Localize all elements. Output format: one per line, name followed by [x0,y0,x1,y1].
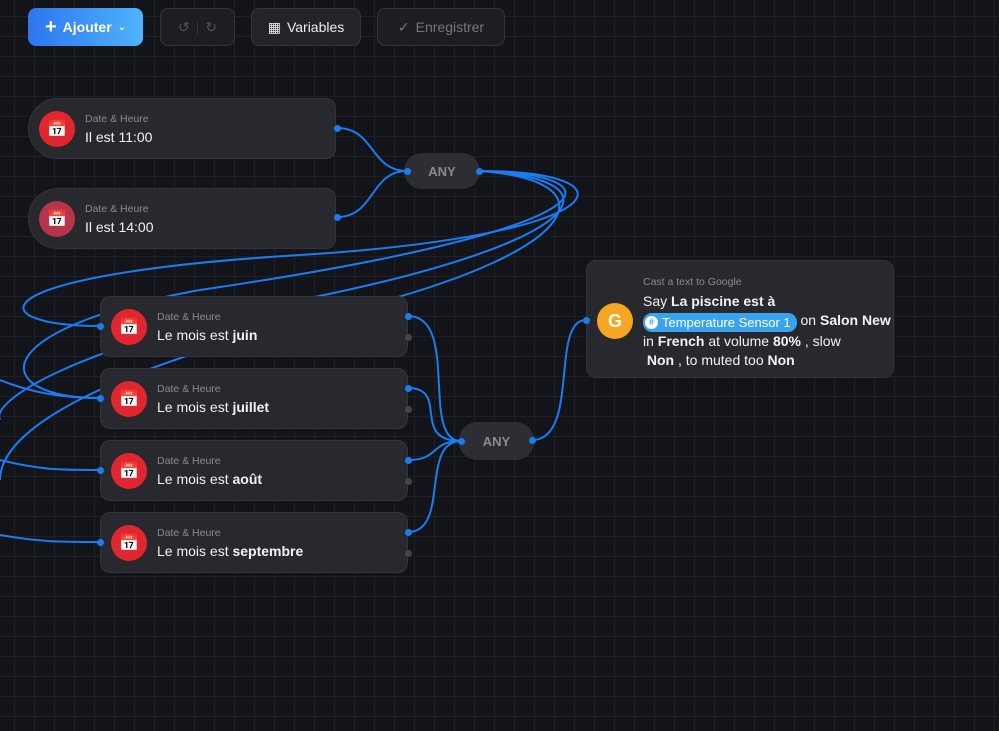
input-port[interactable] [97,395,104,402]
action-node-google-cast[interactable]: G Cast a text to Google Say La piscine e… [586,260,894,378]
output-port-false[interactable] [405,334,412,341]
node-text: Il est 11:00 [85,128,153,145]
node-text: Le mois est [157,542,233,559]
output-port[interactable] [405,457,412,464]
calendar-clock-icon: 📅 [39,200,75,237]
chevron-down-icon: ⌄ [117,21,127,33]
any-gate-2[interactable]: ANY [459,422,534,460]
node-value: août [232,470,263,487]
gate-label: ANY [482,433,511,449]
message-value: La piscine est à [671,293,776,309]
calendar-clock-icon: 📅 [111,524,147,561]
plus-icon: + [44,15,57,38]
input-port[interactable] [458,438,465,445]
trigger-node-juillet[interactable]: 📅 Date & Heure Le mois est juillet [100,368,408,429]
output-port[interactable] [334,214,341,221]
muted-label: , to muted too [678,352,764,368]
trigger-node-aout[interactable]: 📅 Date & Heure Le mois est août [100,440,408,501]
on-label: on [800,312,817,328]
node-text: Le mois est [157,398,233,415]
output-port[interactable] [405,529,412,536]
device-value: Salon New [819,312,891,328]
redo-icon[interactable]: ↻ [205,18,218,35]
google-icon: G [597,303,633,339]
node-category: Date & Heure [85,112,149,125]
input-port[interactable] [97,539,104,546]
output-port[interactable] [529,437,536,444]
node-category: Date & Heure [157,382,221,395]
node-value: juin [232,326,258,343]
output-port-false[interactable] [405,478,412,485]
output-port[interactable] [476,168,483,175]
input-port[interactable] [97,323,104,330]
input-port[interactable] [97,467,104,474]
calendar-clock-icon: 📅 [111,452,147,489]
output-port[interactable] [405,385,412,392]
say-label: Say [643,293,668,309]
input-port[interactable] [404,168,411,175]
calendar-clock-icon: 📅 [39,110,75,147]
undo-redo-group: ↺|↻ [160,8,235,46]
variables-button[interactable]: ▦ Variables [251,8,361,46]
any-gate-1[interactable]: ANY [404,153,480,189]
variable-name: Temperature Sensor 1 [662,315,791,330]
variables-label: Variables [286,19,345,35]
add-button[interactable]: + Ajouter ⌄ [28,8,143,46]
output-port-false[interactable] [405,550,412,557]
add-label: Ajouter [62,19,112,35]
output-port[interactable] [405,313,412,320]
save-label: Enregistrer [415,19,485,35]
node-text: Il est 14:00 [85,218,154,235]
check-icon: ✓ [397,18,410,35]
variables-icon: ▦ [267,18,281,35]
trigger-node-14h[interactable]: 📅 Date & Heure Il est 14:00 [28,188,336,249]
trigger-node-11h[interactable]: 📅 Date & Heure Il est 11:00 [28,98,336,159]
volume-value: 80% [772,333,801,349]
slow-value: Non [646,352,675,368]
node-value: juillet [232,398,270,415]
node-text: Le mois est [157,326,233,343]
node-category: Cast a text to Google [643,276,742,288]
variable-chip[interactable]: # Temperature Sensor 1 [643,313,797,332]
slow-label: , slow [804,333,841,349]
calendar-clock-icon: 📅 [111,308,147,345]
input-port[interactable] [583,317,590,324]
node-text: Le mois est [157,470,233,487]
volume-label: at volume [708,333,770,349]
muted-value: Non [767,352,795,368]
language-value: French [657,333,705,349]
trigger-node-septembre[interactable]: 📅 Date & Heure Le mois est septembre [100,512,408,573]
save-button[interactable]: ✓ Enregistrer [377,8,505,46]
in-label: in [643,333,654,349]
node-category: Date & Heure [157,310,221,323]
node-category: Date & Heure [157,454,221,467]
calendar-clock-icon: 📅 [111,380,147,417]
gate-label: ANY [428,163,456,179]
undo-icon[interactable]: ↺ [177,18,190,35]
node-value: septembre [232,542,304,559]
trigger-node-juin[interactable]: 📅 Date & Heure Le mois est juin [100,296,408,357]
node-category: Date & Heure [85,202,149,215]
output-port-false[interactable] [405,406,412,413]
output-port[interactable] [334,125,341,132]
node-category: Date & Heure [157,526,221,539]
hash-icon: # [645,316,658,329]
